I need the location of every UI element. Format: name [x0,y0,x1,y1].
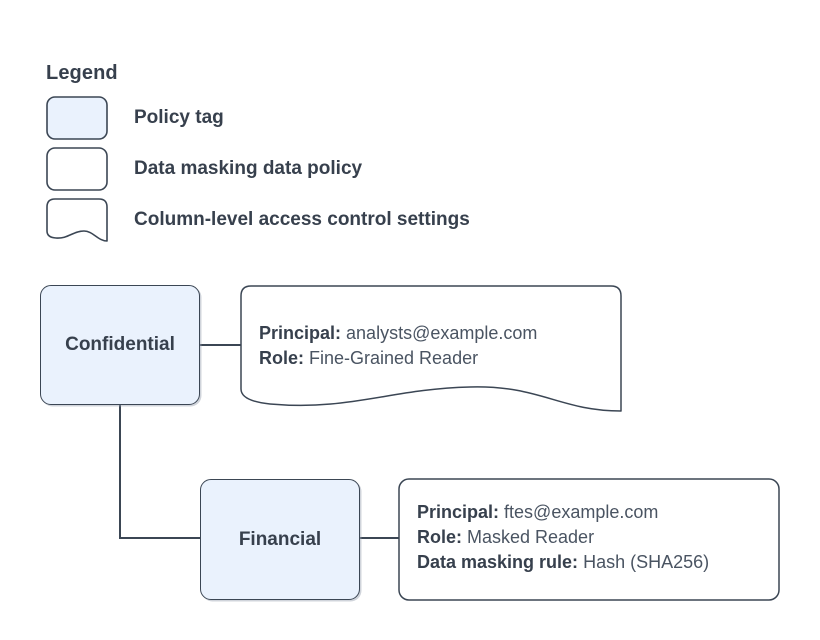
legend-title: Legend [46,62,118,84]
callout-confidential-line-0-value: analysts@example.com [341,323,538,343]
column-access-settings-swatch [46,198,108,242]
callout-financial-line-2-value: Hash (SHA256) [578,552,710,572]
data-masking-policy-swatch [46,147,108,191]
callout-financial-line-1-value: Masked Reader [462,527,595,547]
callout-confidential-line-1: Role: Fine-Grained Reader [259,346,537,371]
legend-label-column-access-settings: Column-level access control settings [134,209,470,230]
callout-confidential-line-0-key: Principal: [259,323,342,343]
node-financial-label: Financial [238,528,322,550]
connector-confidential-down [119,404,121,539]
callout-financial-shape [398,478,780,601]
callout-financial-line-1: Role: Masked Reader [417,525,709,550]
legend-label-policy-tag: Policy tag [134,107,224,128]
callout-confidential-text: Principal: analysts@example.com Role: Fi… [259,321,537,371]
callout-financial[interactable]: Principal: ftes@example.com Role: Masked… [398,478,780,601]
callout-financial-line-2: Data masking rule: Hash (SHA256) [417,550,709,575]
policy-tag-swatch [46,96,108,140]
connector-financial-to-callout [359,537,400,539]
connector-confidential-to-callout [199,344,242,346]
callout-confidential-line-1-value: Fine-Grained Reader [304,348,479,368]
callout-financial-line-1-key: Role: [417,527,462,547]
callout-confidential-shape [240,285,622,412]
callout-financial-line-2-key: Data masking rule: [417,552,579,572]
callout-financial-line-0-value: ftes@example.com [499,502,659,522]
callout-financial-line-0: Principal: ftes@example.com [417,500,709,525]
connector-to-financial [119,537,202,539]
callout-confidential-line-1-key: Role: [259,348,304,368]
node-confidential[interactable]: Confidential [40,285,200,405]
callout-confidential-line-0: Principal: analysts@example.com [259,321,537,346]
node-financial[interactable]: Financial [200,479,360,600]
callout-financial-text: Principal: ftes@example.com Role: Masked… [417,500,709,575]
node-confidential-label: Confidential [65,334,175,355]
callout-financial-line-0-key: Principal: [417,502,500,522]
legend-label-data-masking-policy: Data masking data policy [134,158,363,179]
callout-confidential[interactable]: Principal: analysts@example.com Role: Fi… [240,285,622,412]
